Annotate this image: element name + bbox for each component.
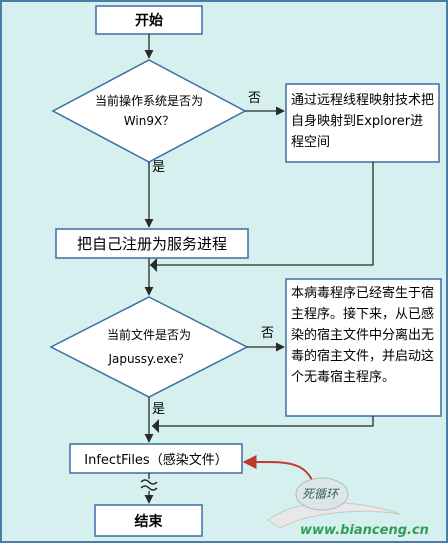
edge-label-no1: 否 [248,91,262,106]
break-mark-bottom [140,485,158,491]
note2-shape [285,278,442,417]
edge-label-no2: 否 [261,326,275,341]
end-node: 结束 [134,513,163,530]
register-node-shape [55,228,249,259]
edge-label-yes2: 是 [152,402,166,417]
arrow-note2-return [152,416,374,427]
note2-text: 本病毒程序已经寄生于宿主程序。接下来，从已感染的宿主文件中分离出无毒的宿主文件，… [291,286,435,385]
start-node: 开始 [135,13,163,29]
watermark-text: www.bianceng.cn [300,523,429,538]
infect-node-shape [69,443,243,474]
merge-arrowhead-2 [152,419,159,433]
loop-arrow [242,454,313,481]
decision2-text: 当前文件是否为Japussy.exe？ [106,328,191,366]
register-node: 把自己注册为服务进程 [76,235,227,253]
note1-text: 通过远程线程映射技术把自身映射到Explorer进程空间 [291,93,435,150]
edge-label-yes1: 是 [152,160,166,175]
end-node-shape [94,504,203,537]
arrow-note1-return [150,162,374,266]
infect-node: InfectFiles（感染文件） [84,453,228,468]
loop-label-bubble [295,477,349,511]
break-mark-top [140,479,158,485]
merge-arrowhead-1 [150,258,157,272]
loop-label: 死循环 [302,487,339,501]
decision1-text: 当前操作系统是否为Win9X？ [94,94,203,128]
note1-shape [285,83,440,163]
